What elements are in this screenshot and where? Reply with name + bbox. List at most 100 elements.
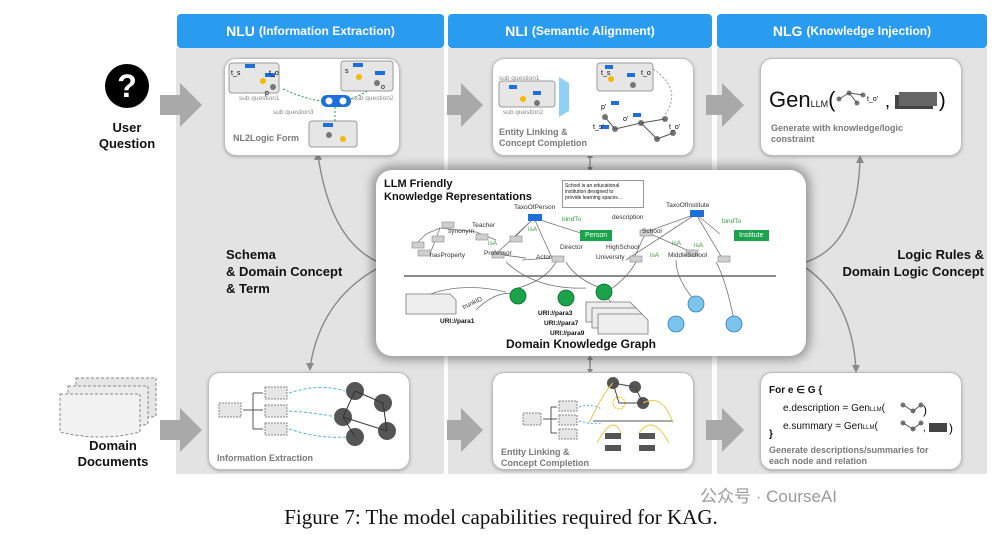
header-nlu: NLU (Information Extraction) (177, 14, 444, 48)
svg-text:t_o': t_o' (669, 124, 680, 131)
curve-nlu-bottom-to-center (309, 267, 379, 369)
kg-label-has-property: hasProperty (430, 252, 466, 259)
formula-description-text: e.description = Gen (783, 403, 870, 414)
figure-caption: Figure 7: The model capabilities require… (284, 505, 718, 529)
svg-text:): ) (949, 421, 953, 435)
question-icon: ? (105, 64, 149, 108)
formula-for-line: For e ∈ G { (769, 385, 823, 396)
arrows-layer (160, 83, 864, 452)
header-nli-main: NLI (505, 23, 528, 39)
watermark: 公众号 · CourseAI (700, 487, 837, 506)
kg-title: LLM Friendly Knowledge Representations (384, 178, 532, 203)
arrow-nlu-to-nli-bottom (447, 408, 483, 452)
kg-label-isa-4: isA (694, 242, 704, 249)
nl2logic-subq2: sub question2 (353, 95, 394, 102)
gen-text: Gen (769, 87, 811, 112)
curve-nlu-top-to-center (317, 154, 379, 263)
entity-linking-bottom-caption: Entity Linking & Concept Completion (501, 447, 589, 468)
header-nli: NLI (Semantic Alignment) (448, 14, 712, 48)
entity-linking-top-graphic: t_s t_o p' o' t_s' t_o' (498, 62, 680, 142)
svg-text:t_o: t_o (269, 70, 279, 77)
formula-description-graph-icon: ) (900, 402, 927, 417)
logic-rules-label: Logic Rules & Domain Logic Concept (842, 247, 984, 279)
schema-domain-label: Schema & Domain Concept & Term (226, 247, 343, 296)
kg-tooltip: School is an educational institution des… (562, 180, 644, 208)
svg-text:p: p (265, 90, 269, 97)
entity-linking-subq1: sub question1 (499, 75, 540, 82)
nl2logic-card: t_s t_o p s o sub question1 sub question… (224, 58, 400, 156)
arrow-nli-to-nlg-top (706, 83, 744, 127)
header-nlu-sub: (Information Extraction) (258, 24, 395, 38)
gen-graph-icon: t_o' , ) (836, 90, 946, 112)
header-nlg-sub: (Knowledge Injection) (806, 24, 932, 38)
kg-label-high-school: HighSchool (606, 244, 640, 251)
svg-text:o: o (381, 84, 385, 91)
kg-label-uri9: URI://para9 (550, 330, 585, 337)
kg-label-director: Director (560, 244, 583, 251)
entity-linking-top-caption: Entity Linking & Concept Completion (499, 127, 587, 148)
header-nli-sub: (Semantic Alignment) (531, 24, 655, 38)
nl2logic-subq3: sub question3 (273, 109, 314, 116)
svg-text:t_o': t_o' (867, 96, 878, 103)
formula-close-brace: } (769, 429, 773, 440)
kg-label-teacher: Teacher (472, 222, 496, 229)
kg-label-professor: Professor (484, 250, 512, 257)
header-nlu-main: NLU (226, 23, 255, 39)
svg-text:p': p' (601, 104, 606, 111)
nl2logic-caption: NL2Logic Form (233, 133, 300, 143)
kg-label-taxo-institute: TaxoOfInstitute (666, 202, 710, 209)
kg-label-uri3: URI://para3 (538, 310, 573, 317)
kg-label-bind-to-2: bindTo (722, 218, 742, 225)
svg-text:s: s (345, 68, 349, 75)
kg-bottom-title: Domain Knowledge Graph (506, 337, 657, 351)
kg-label-bind-to-1: bindTo (562, 216, 582, 223)
svg-text:t_s: t_s (231, 70, 241, 77)
generate-with-constraint-caption: Generate with knowledge/logic constraint (771, 123, 904, 144)
kg-label-isa-1: isA (528, 226, 538, 233)
kg-label-actor: Actor (536, 254, 552, 261)
kg-label-isa-2: isA (488, 240, 498, 247)
entity-linking-bottom-card: Entity Linking & Concept Completion (492, 372, 694, 470)
information-extraction-graphic (218, 382, 396, 446)
generate-descriptions-caption: Generate descriptions/summaries for each… (769, 445, 929, 466)
documents-icon (59, 377, 157, 438)
formula-description-sub: LLM (870, 407, 882, 413)
knowledge-graph-panel: LLM Friendly Knowledge Representations S… (376, 170, 806, 356)
kg-edges (404, 210, 776, 335)
kg-node-institute: Institute (734, 230, 769, 241)
nl2logic-graphic: t_s t_o p s o (228, 60, 394, 148)
arrow-question-to-nlu (160, 83, 202, 127)
kg-label-taxo-person: TaxoOfPerson (514, 204, 556, 211)
kg-label-isa-5: isA (650, 252, 660, 259)
arrow-docs-to-nlu (160, 408, 202, 452)
svg-text:,: , (885, 91, 890, 111)
kg-label-description: description (612, 214, 644, 221)
kg-label-school: School (642, 228, 662, 235)
curve-nlg-top-to-center (805, 157, 861, 263)
kg-label-uri1: URI://para1 (440, 318, 475, 325)
entity-linking-bottom-graphic (522, 377, 674, 451)
svg-text:): ) (939, 90, 946, 112)
generate-descriptions-card: For e ∈ G { e.description = GenLLM( e.su… (760, 372, 962, 470)
formula-summary-line: e.summary = GenLLM( (783, 421, 878, 432)
arrow-nli-to-nlg-bottom (706, 408, 744, 452)
formula-summary-text: e.summary = Gen (783, 421, 863, 432)
kg-label-uri7: URI://para7 (544, 320, 579, 327)
entity-linking-top-card: t_s t_o p' o' t_s' t_o' sub question1 su… (492, 58, 694, 156)
kg-label-synonym: synonym (448, 228, 475, 235)
formula-description-line: e.description = GenLLM( (783, 403, 886, 414)
information-extraction-card: Information Extraction (208, 372, 410, 470)
information-extraction-caption: Information Extraction (217, 453, 314, 463)
gen-llm-formula: GenLLM( (769, 87, 836, 112)
svg-text:): ) (923, 403, 927, 417)
header-nlg: NLG (Knowledge Injection) (717, 14, 987, 48)
kg-label-university: University (596, 254, 625, 261)
kg-node-person: Person (580, 230, 613, 241)
svg-text:o': o' (623, 116, 628, 123)
svg-text:t_s: t_s (601, 70, 611, 77)
gen-llm-sub: LLM (810, 99, 829, 109)
curve-nlg-bottom-to-center (805, 267, 857, 371)
nl2logic-subq1: sub question1 (239, 95, 280, 102)
kg-label-middle-school: MiddleSchool (668, 252, 708, 259)
svg-text:t_o: t_o (641, 70, 651, 77)
